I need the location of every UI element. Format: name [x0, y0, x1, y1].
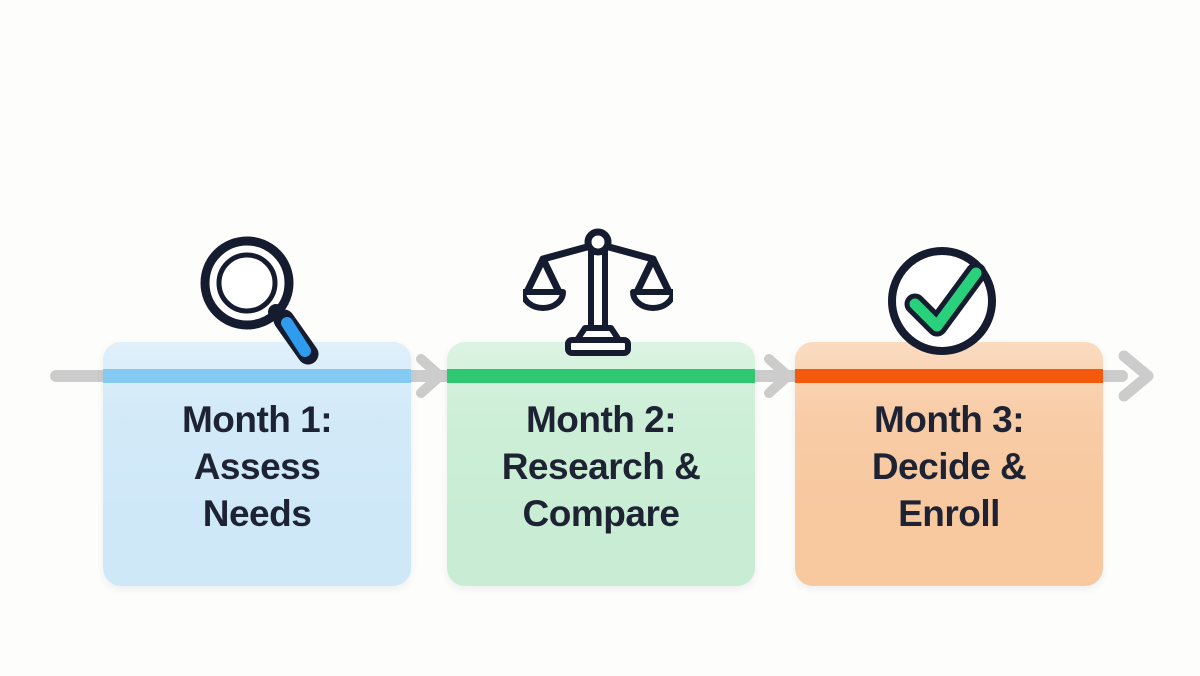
- card-accent-stripe: [447, 369, 755, 383]
- step-card-month-2: Month 2: Research & Compare: [447, 342, 755, 586]
- step-title: Month 1: Assess Needs: [181, 399, 333, 534]
- arrow-right-icon: [1118, 350, 1154, 402]
- step-title: Month 2: Research & Compare: [501, 399, 701, 534]
- step-card-month-1: Month 1: Assess Needs: [103, 342, 411, 586]
- step-card-month-3: Month 3: Decide & Enroll: [795, 342, 1103, 586]
- arrow-right-icon: [416, 354, 445, 398]
- step-title: Month 3: Decide & Enroll: [871, 399, 1027, 534]
- card-accent-stripe: [103, 369, 411, 383]
- check-circle-icon: [888, 247, 996, 355]
- magnifier-icon: [200, 236, 319, 365]
- card-accent-stripe: [795, 369, 1103, 383]
- balance-scale-icon: [523, 228, 673, 356]
- arrow-right-icon: [764, 354, 793, 398]
